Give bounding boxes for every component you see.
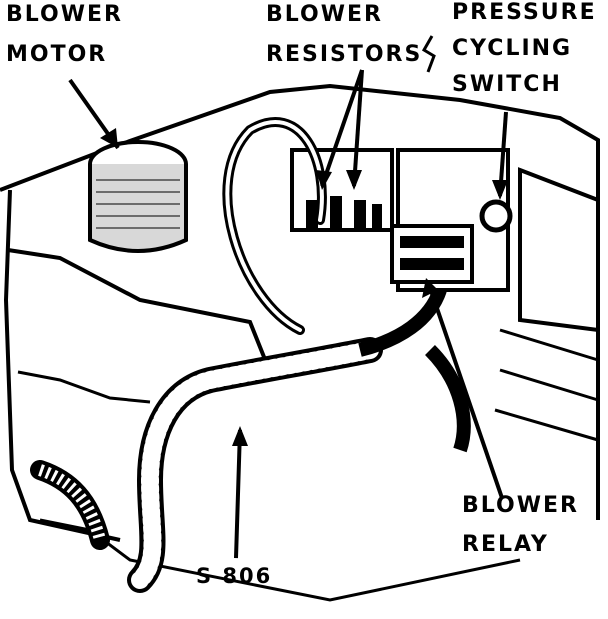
label-line: SWITCH (452, 72, 562, 97)
harness-branch (358, 287, 447, 357)
label-splice-s806: S 806 (196, 564, 273, 588)
label-line: BLOWER (462, 493, 579, 518)
label-line: BLOWER (6, 2, 123, 27)
harness-right (424, 345, 471, 453)
fender-left (3, 189, 121, 542)
label-blower-motor: BLOWER MOTOR (6, 4, 123, 66)
label-line: RESISTORS (266, 42, 423, 67)
label-blower-relay: BLOWER RELAY (462, 495, 579, 556)
label-line: PRESSURE (452, 0, 597, 25)
leader-resistors-2 (320, 69, 364, 187)
leader-relay (426, 281, 504, 499)
firewall-shelf (7, 248, 272, 373)
fender-ridge (17, 370, 151, 404)
label-line: BLOWER (266, 2, 383, 27)
lower-panel (39, 518, 521, 602)
blower-motor-body (88, 164, 188, 253)
pcs-bracket (421, 35, 436, 73)
leader-resistors-1 (352, 69, 364, 187)
label-line: RELAY (462, 532, 549, 557)
leader-s806 (234, 429, 242, 559)
harness-main (127, 337, 383, 593)
label-pressure-cycling-switch: PRESSURE CYCLING SWITCH (452, 2, 597, 96)
label-blower-resistors: BLOWER RESISTORS (266, 4, 422, 66)
label-line: MOTOR (6, 42, 108, 67)
pressure-switch (479, 199, 513, 233)
engine-right (518, 167, 600, 333)
relay-box (390, 224, 474, 284)
label-line: CYCLING (452, 36, 573, 61)
cowl-outline (0, 83, 600, 520)
